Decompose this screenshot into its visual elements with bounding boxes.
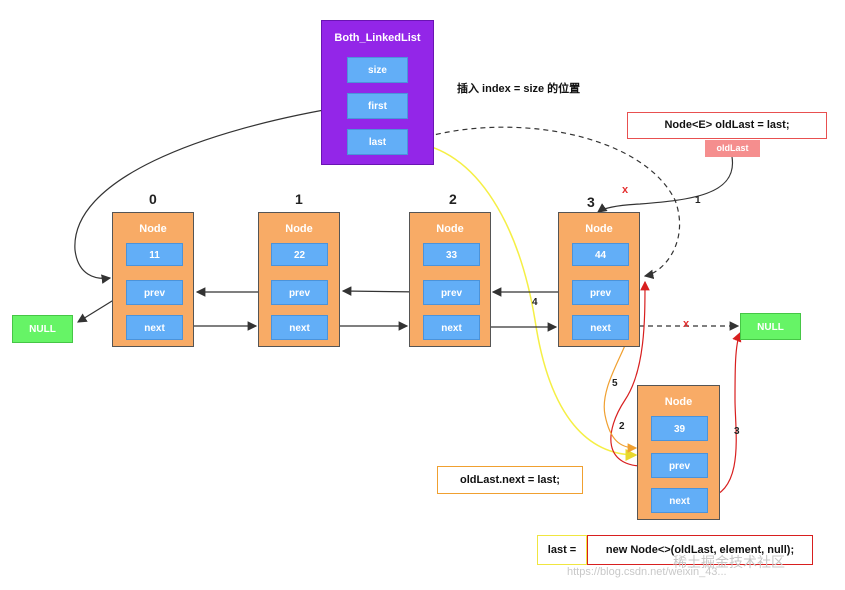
x-mark-next: x [683,318,690,330]
null-left: NULL [12,315,73,343]
node-title: Node [139,223,167,235]
last-old-pointer-arrow [409,126,681,280]
step-label-2: 2 [619,421,625,432]
newnode-next-arrow [707,331,742,499]
step-label-4: 4 [532,297,538,308]
node-title: Node [285,223,313,235]
step-label-5: 5 [612,378,618,389]
node-title: Node [664,396,693,408]
watermark-text: 稀土掘金技术社区 [673,554,785,570]
step-label-1: 1 [695,195,701,206]
node-prev: prev [271,280,328,305]
index-label-3: 3 [587,194,595,210]
node-2: Node 33 prev next [409,212,491,347]
first-field: first [347,93,408,119]
node-next: next [423,315,480,340]
linked-list-title: Both_LinkedList [334,32,421,44]
newnode-prev-arrow [610,280,653,467]
last-assign-lhs: last = [537,535,587,565]
watermark-url: https://blog.csdn.net/weixin_43... [567,566,727,578]
index-label-2: 2 [449,191,457,207]
node-next: next [271,315,328,340]
oldlast-to-node3-arrow [597,156,734,213]
node-next: next [126,315,183,340]
node-next: next [651,488,708,513]
node-prev: prev [423,280,480,305]
node-value: 44 [572,243,629,266]
node-value: 33 [423,243,480,266]
node-title: Node [436,223,464,235]
last-new-pointer-arrow [409,141,638,461]
node-value: 11 [126,243,183,266]
oldlast-next-code: oldLast.next = last; [437,466,583,494]
size-field: size [347,57,408,83]
last-field: last [347,129,408,155]
last-assign-rhs: new Node<>(oldLast, element, null); [587,535,813,565]
index-label-0: 0 [149,191,157,207]
heading-text: 插入 index = size 的位置 [457,83,581,95]
oldlast-declaration: Node<E> oldLast = last; [627,112,827,139]
node-prev: prev [572,280,629,305]
node-3: Node 44 prev next [558,212,640,347]
oldlast-tag: oldLast [705,140,760,157]
new-node: Node 39 prev next [637,385,720,520]
index-label-1: 1 [295,191,303,207]
node-value: 22 [271,243,328,266]
node-prev: prev [651,453,708,478]
linked-list-box: Both_LinkedList size first last [321,20,434,165]
node-title: Node [585,223,613,235]
step-label-3: 3 [734,426,740,437]
node-1: Node 22 prev next [258,212,340,347]
node3-next-new-arrow [603,337,638,453]
node-value: 39 [651,416,708,441]
null-right: NULL [740,313,801,340]
node-0: Node 11 prev next [112,212,194,347]
node-prev: prev [126,280,183,305]
first-pointer-arrow [74,105,348,284]
node2-prev-arrow [341,286,423,296]
x-mark-last: x [622,184,629,196]
node-next: next [572,315,629,340]
